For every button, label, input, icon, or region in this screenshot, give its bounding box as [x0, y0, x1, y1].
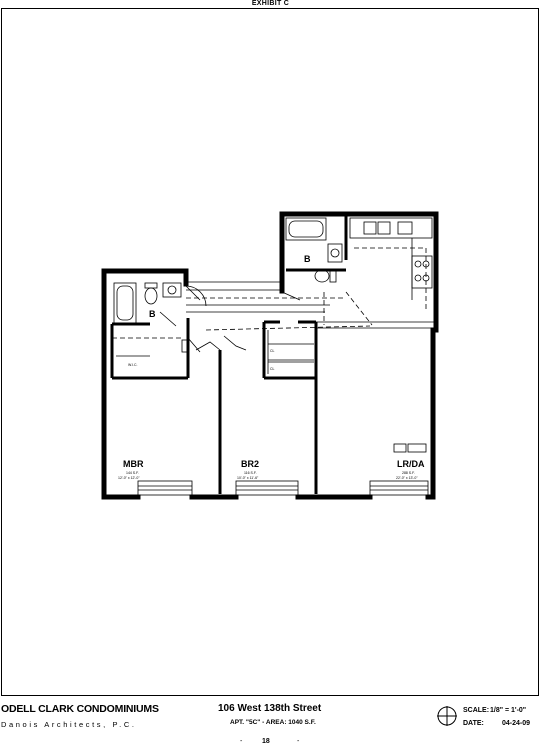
br2-name: BR2: [241, 459, 259, 469]
mbr-name: MBR: [123, 459, 144, 469]
street-address: 106 West 138th Street: [218, 703, 322, 714]
page-number: 18: [262, 738, 270, 745]
closet-label-1: CL: [270, 349, 275, 353]
windows: [137, 480, 429, 496]
mbr-area: 144 S.F.: [126, 471, 139, 475]
exterior-walls: [101, 211, 439, 500]
interior-walls: [110, 214, 348, 494]
drawing-frame: [1, 8, 539, 696]
scale-value: 1/8" = 1'-0": [490, 707, 527, 714]
corridor-lines: [186, 281, 436, 329]
bath2-fixtures: [285, 217, 343, 283]
bath1-label: B: [149, 309, 156, 319]
page-dash-right: -: [297, 738, 300, 745]
bath1-fixtures: [113, 282, 182, 324]
project-name: ODELL CLARK CONDOMINIUMS: [1, 703, 159, 715]
dashed-soffit-lines: [112, 247, 427, 339]
door-swings: [159, 285, 301, 353]
kitchen-fixtures: [349, 217, 433, 300]
mbr-dims: 12'-0" x 12'-0": [118, 476, 140, 480]
br2-area: 116 S.F.: [244, 471, 257, 475]
lrda-dims: 22'-0" x 13'-0": [396, 476, 418, 480]
page-dash-left: -: [240, 738, 243, 745]
closet-label: W.I.C.: [128, 363, 138, 367]
closet-label-2: CL: [270, 367, 275, 371]
bath2-label: B: [304, 254, 311, 264]
date-value: 04-24-09: [502, 720, 531, 727]
lrda-area: 288 S.F.: [402, 471, 415, 475]
floor-plan: B B W.I.C. CL CL MBR 144 S.F. 12'-0" x 1…: [101, 211, 439, 500]
exhibit-label: EXHIBIT C: [251, 0, 290, 7]
br2-dims: 10'-0" x 11'-6": [237, 476, 259, 480]
date-label: DATE:: [463, 720, 484, 727]
north-arrow-icon: [437, 706, 457, 726]
scale-label: SCALE:: [463, 707, 490, 714]
apartment-area: APT. "5C" - AREA: 1040 S.F.: [230, 719, 316, 726]
closet-shelves: [116, 330, 314, 374]
architect-name: Danois Architects, P.C.: [1, 720, 137, 729]
lrda-name: LR/DA: [397, 459, 425, 469]
lr-boxes: [393, 443, 427, 453]
